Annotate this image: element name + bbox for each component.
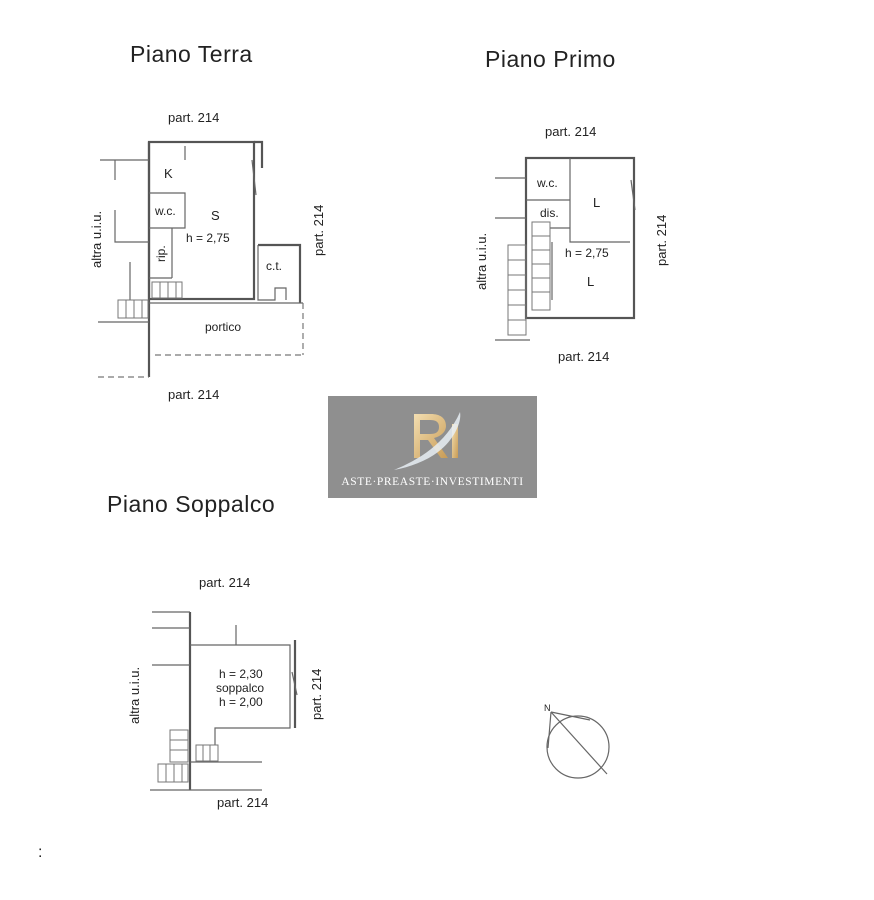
mezzanine-boundary-right: part. 214	[309, 669, 324, 720]
ground-boundary-right: part. 214	[311, 205, 326, 256]
ground-window	[251, 159, 257, 196]
first-room-walls	[569, 158, 630, 243]
mezzanine-boundary-bottom: part. 214	[217, 795, 268, 810]
ground-floor-title: Piano Terra	[130, 41, 253, 67]
agency-logo-icon	[394, 412, 461, 470]
north-arrow-icon: N	[544, 703, 610, 779]
ground-wc-walls	[149, 192, 186, 229]
first-main-walls	[524, 156, 636, 320]
ground-boiler-label: c.t.	[266, 259, 282, 273]
agency-caption: ASTE·PREASTE·INVESTIMENTI	[341, 476, 524, 488]
first-room-b-label: L	[587, 274, 594, 289]
mezzanine-height-bottom: h = 2,00	[219, 695, 263, 709]
north-label: N	[544, 703, 551, 713]
ground-living-label: S	[211, 208, 220, 223]
first-hall-label: dis.	[540, 206, 559, 220]
ground-boundary-left: altra u.i.u.	[89, 211, 104, 268]
first-floor-plan: Piano Primo part. 214 part. 214 part. 21…	[474, 46, 669, 364]
ground-east-jamb	[254, 140, 264, 168]
mezzanine-boundary-left: altra u.i.u.	[127, 667, 142, 724]
ground-height-label: h = 2,75	[186, 231, 230, 245]
ground-boiler-walls-2	[257, 245, 287, 301]
mezzanine-stair	[157, 729, 219, 783]
ground-floor-plan: Piano Terra part. 214 part. 214 part. 21…	[89, 41, 326, 402]
mezzanine-height-top: h = 2,30	[219, 667, 263, 681]
ground-storage-label: rip.	[154, 245, 168, 262]
mezzanine-window	[291, 671, 298, 696]
ground-boundary-bottom: part. 214	[168, 387, 219, 402]
ground-neighbour-wall-3	[114, 210, 149, 243]
ground-porch-label: portico	[205, 320, 241, 334]
first-window	[630, 179, 636, 211]
first-boundary-left: altra u.i.u.	[474, 233, 489, 290]
mezzanine-room-label: soppalco	[216, 681, 264, 695]
first-boundary-right: part. 214	[654, 215, 669, 266]
ground-kitchen-label: K	[164, 166, 173, 181]
first-stair	[507, 221, 551, 336]
mezzanine-floor-plan: Piano Soppalco part. 214 part. 214 part.…	[107, 491, 324, 810]
mezzanine-loft-walls	[190, 644, 291, 745]
first-boundary-bottom: part. 214	[558, 349, 609, 364]
first-room-a-label: L	[593, 195, 600, 210]
mezzanine-boundary-top: part. 214	[199, 575, 250, 590]
agency-watermark: ASTE·PREASTE·INVESTIMENTI	[328, 396, 537, 498]
first-height-label: h = 2,75	[565, 246, 609, 260]
ground-boundary-top: part. 214	[168, 110, 219, 125]
first-boundary-top: part. 214	[545, 124, 596, 139]
ground-stair	[117, 281, 183, 319]
footer-mark: :	[38, 844, 42, 861]
first-floor-title: Piano Primo	[485, 46, 616, 72]
ground-wc-label: w.c.	[154, 204, 176, 218]
mezzanine-floor-title: Piano Soppalco	[107, 491, 275, 517]
first-wc-label: w.c.	[536, 176, 558, 190]
ground-boiler-walls	[258, 243, 302, 303]
